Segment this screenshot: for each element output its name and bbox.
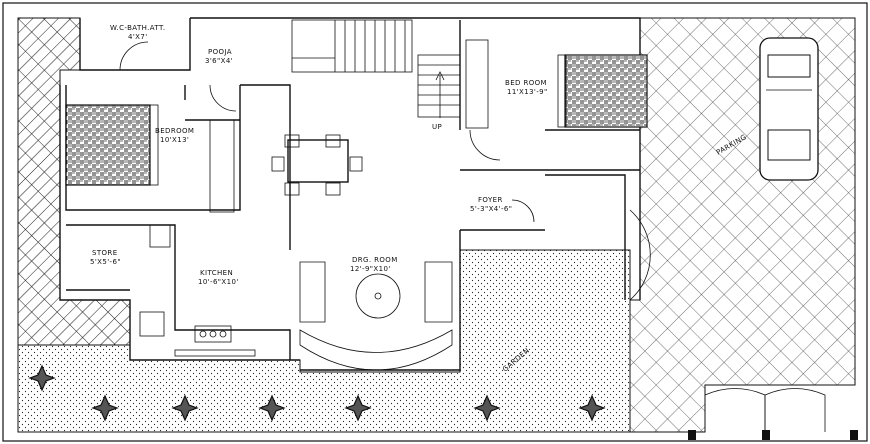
kitchen-hob <box>194 325 232 343</box>
bedroom-right-size: 11'X13'-9" <box>507 88 548 96</box>
store-label: STORE <box>92 249 118 257</box>
kitchen-sink <box>139 311 165 337</box>
drawing-room-label: DRG. ROOM <box>352 256 398 264</box>
door-swings <box>119 41 651 301</box>
foyer-size: 5'-3"X4'-6" <box>470 205 512 213</box>
staircase <box>291 19 461 118</box>
wardrobe-right <box>465 39 489 129</box>
bedroom-left-label: BEDROOM <box>155 127 194 135</box>
drawing-room-sofa <box>299 261 453 371</box>
kitchen-counter <box>174 349 256 357</box>
kitchen-label: KITCHEN <box>200 269 233 277</box>
drawing-room-size: 12'-9"X10' <box>350 265 391 273</box>
bedroom-right-label: BED ROOM <box>505 79 547 87</box>
car-icon <box>759 37 819 181</box>
stair-up-label: UP <box>432 123 442 131</box>
pooja-label: POOJA <box>208 48 232 56</box>
wardrobe-left <box>209 119 235 213</box>
foyer-label: FOYER <box>478 196 503 204</box>
parking-paving <box>629 17 856 433</box>
wc-bath-size: 4'X7' <box>128 33 148 41</box>
store-shelf <box>149 224 171 248</box>
kitchen-size: 10'-6"X10' <box>198 278 239 286</box>
shrub-icons <box>28 364 606 422</box>
pooja-size: 3'6"X4' <box>205 57 233 65</box>
wc-bath-label: W.C-BATH.ATT. <box>110 24 165 32</box>
bedroom-left-size: 10'X13' <box>160 136 189 144</box>
dining-table <box>271 134 363 196</box>
store-size: 5'X5'-6" <box>90 258 121 266</box>
bed-right <box>557 54 648 128</box>
gate <box>688 388 858 440</box>
bed-left <box>65 104 159 186</box>
